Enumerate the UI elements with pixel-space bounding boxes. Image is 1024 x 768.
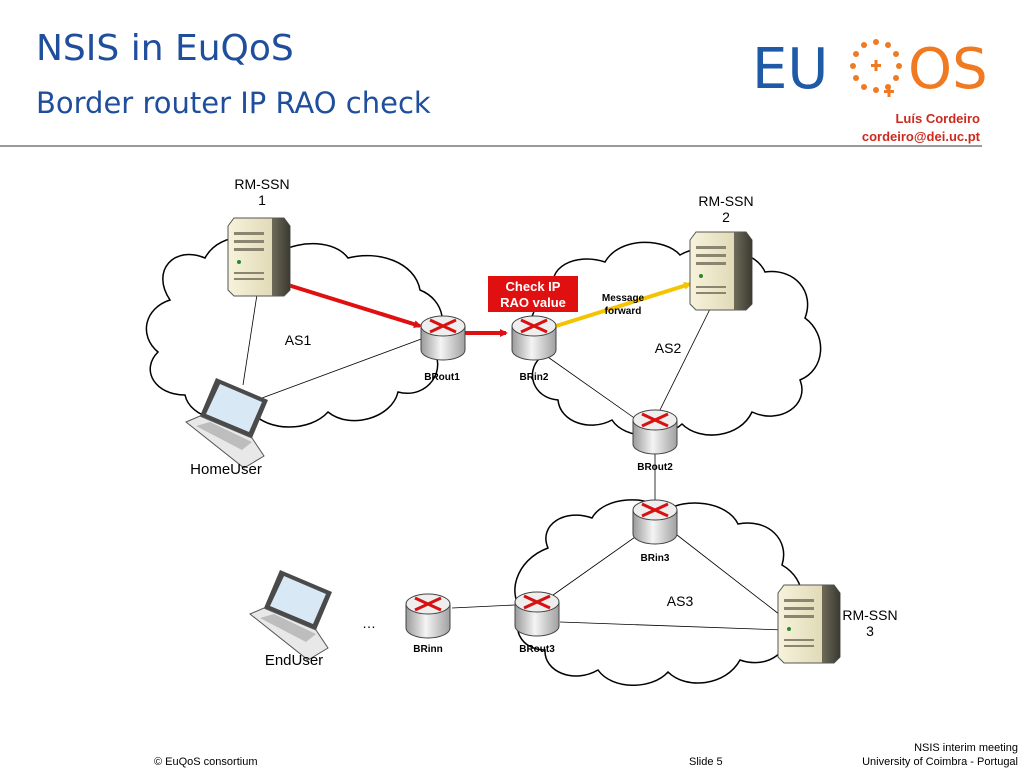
rmssn1-label-line1: RM-SSN (234, 176, 289, 192)
brinn-label: BRinn (413, 644, 442, 655)
logo-text-os: OS (908, 37, 988, 102)
as1-label: AS1 (285, 332, 312, 348)
check-box-line2: RAO value (500, 295, 566, 310)
server-icon-rmssn3 (777, 584, 841, 664)
brin2-label: BRin2 (520, 372, 549, 383)
euqos-logo: EU OS (752, 37, 988, 102)
header-divider (0, 145, 982, 147)
brin3-label: BRin3 (641, 553, 670, 564)
author-block: Luís Cordeiro cordeiro@dei.uc.pt (862, 110, 980, 146)
as2-label: AS2 (655, 340, 682, 356)
as3-label: AS3 (667, 593, 694, 609)
rmssn1-label-line2: 1 (258, 192, 266, 208)
logo-text-eu: EU (752, 37, 828, 102)
router-icon-brout1 (420, 315, 466, 361)
router-icon-brin3 (632, 499, 678, 545)
footer-slide-number: Slide 5 (689, 756, 723, 768)
ellipsis-label: … (362, 615, 376, 631)
arrow-rmssn1-to-brout1 (287, 283, 422, 329)
slide-subtitle: Border router IP RAO check (36, 86, 431, 120)
brout1-label: BRout1 (424, 372, 460, 383)
laptop-icon-enduser (249, 570, 332, 661)
message-forward-line2: forward (605, 306, 642, 317)
footer-meeting: NSIS interim meeting (914, 742, 1018, 754)
router-icon-brinn (405, 593, 451, 639)
message-forward-line1: Message (602, 293, 645, 304)
brout2-label: BRout2 (637, 462, 673, 473)
check-ip-rao-box (488, 276, 578, 312)
laptop-icon-homeuser (185, 378, 268, 469)
arrow-brin2-to-rmssn2 (555, 281, 692, 328)
author-email: cordeiro@dei.uc.pt (861, 129, 980, 144)
rmssn3-label-line2: 3 (866, 623, 874, 639)
rmssn3-label-line1: RM-SSN (842, 607, 897, 623)
brout3-label: BRout3 (519, 644, 555, 655)
rmssn2-label-line2: 2 (722, 209, 730, 225)
logo-star-ring-icon (850, 39, 902, 97)
server-icon-rmssn2 (689, 231, 753, 311)
footer-copyright: © EuQoS consortium (154, 756, 258, 768)
check-box-line1: Check IP (506, 279, 561, 294)
server-icon-rmssn1 (227, 217, 291, 297)
rmssn2-label-line1: RM-SSN (698, 193, 753, 209)
enduser-label: EndUser (265, 652, 323, 669)
slide-title: NSIS in EuQoS (36, 28, 294, 69)
network-links (242, 287, 785, 631)
router-icon-brout2 (632, 409, 678, 455)
router-icon-brin2 (511, 315, 557, 361)
router-icon-brout3 (514, 591, 560, 637)
author-name: Luís Cordeiro (895, 111, 980, 126)
homeuser-label: HomeUser (190, 461, 262, 478)
cloud-as2 (528, 241, 822, 437)
footer-venue: University of Coimbra - Portugal (862, 756, 1018, 768)
